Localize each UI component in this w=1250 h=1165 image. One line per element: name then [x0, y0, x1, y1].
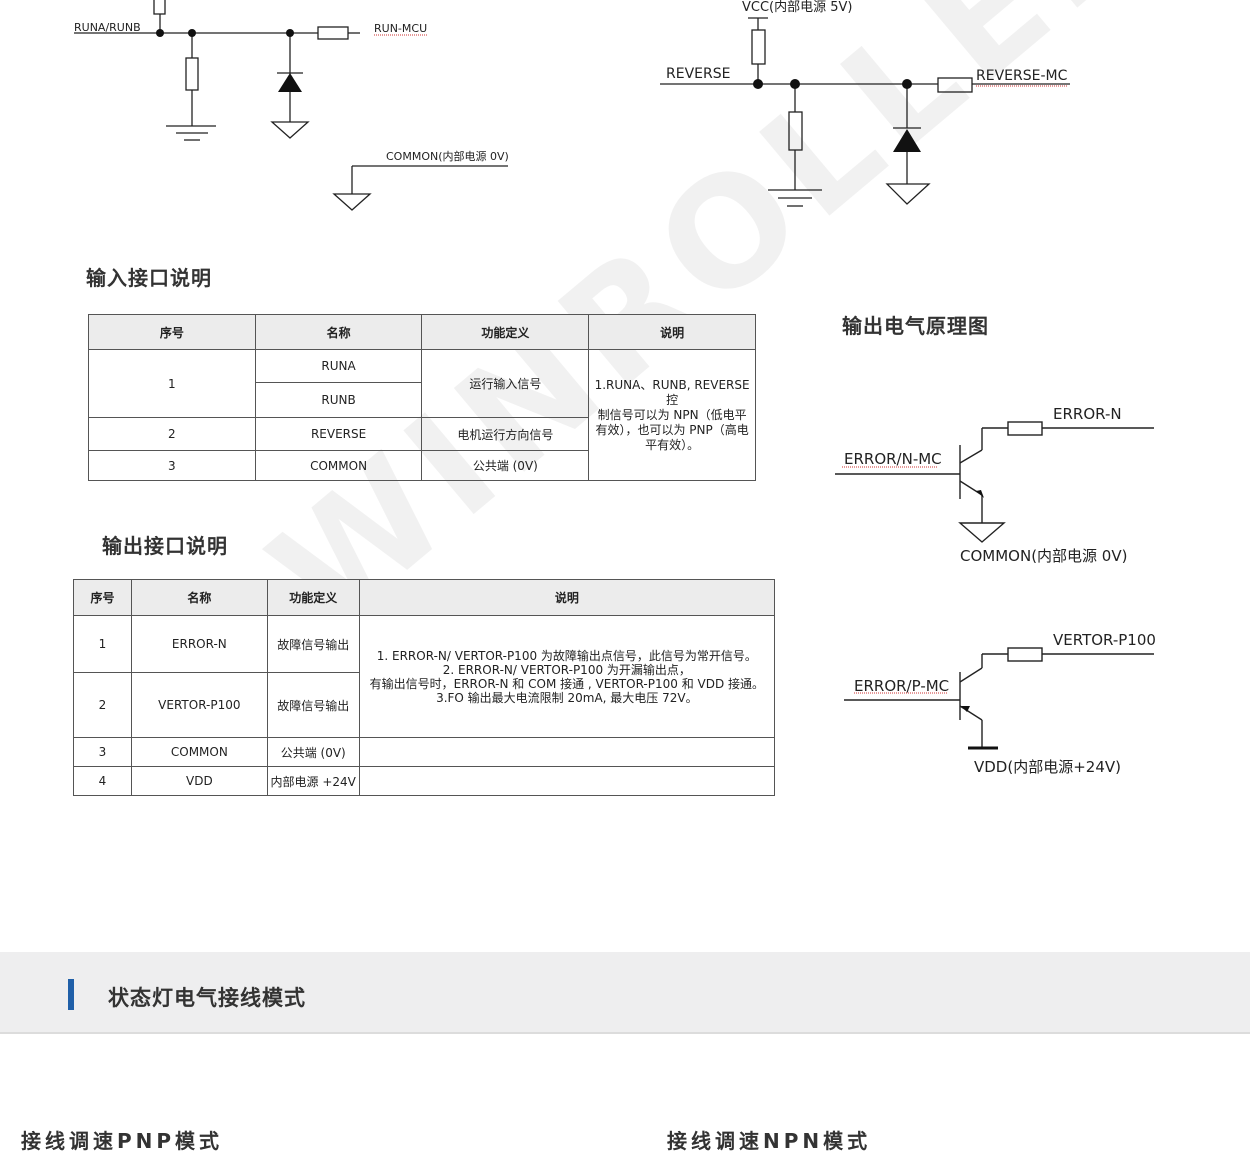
input-table: 序号 名称 功能定义 说明 1 RUNA 运行输入信号 1.RUNA、RUNB,…: [88, 314, 756, 481]
table-row: 1 RUNA 运行输入信号 1.RUNA、RUNB, REVERSE 控 制信号…: [88, 349, 756, 481]
label-run-mcu: RUN-MCU: [374, 22, 427, 35]
input-note-cell: 1.RUNA、RUNB, REVERSE 控 制信号可以为 NPN（低电平 有效…: [588, 349, 756, 481]
header-no: 序号: [88, 314, 256, 350]
row-name: RUNA: [254, 349, 423, 383]
label-vertor-p100: VERTOR-P100: [1053, 631, 1156, 649]
output-table: 序号 名称 功能定义 说明 1 ERROR-N 故障信号输出 1. ERROR-…: [73, 579, 776, 796]
table-row: 1 ERROR-N 故障信号输出 1. ERROR-N/ VERTOR-P100…: [73, 615, 776, 738]
table-header-row: 序号 名称 功能定义 说明: [88, 314, 756, 350]
table-row: 2 REVERSE 电机运行方向信号: [88, 417, 756, 451]
row-no: 2: [73, 672, 132, 738]
row-func: 电机运行方向信号: [421, 417, 590, 451]
label-error-p-mc: ERROR/P-MC: [854, 677, 949, 695]
status-light-title: 状态灯电气接线模式: [108, 986, 306, 1010]
label-vcc-5v: VCC(内部电源 5V): [742, 0, 853, 15]
output-note-cell: 1. ERROR-N/ VERTOR-P100 为故障输出点信号，此信号为常开信…: [358, 615, 776, 738]
row-name: REVERSE: [254, 417, 423, 451]
table-row: 4 VDD 内部电源 +24V: [73, 766, 776, 796]
row-no: 1: [88, 349, 256, 418]
row-func: 故障信号输出: [266, 615, 360, 673]
empty-cell: [358, 737, 776, 767]
row-no: 4: [73, 766, 132, 796]
output-schematic-title: 输出电气原理图: [842, 314, 989, 338]
row-no: 3: [88, 450, 256, 481]
pnp-mode-title: 接线调速PNP模式: [21, 1129, 224, 1153]
header-func: 功能定义: [421, 314, 590, 350]
row-func: 运行输入信号: [421, 349, 590, 418]
header-no: 序号: [73, 579, 132, 616]
output-schematic-npn: ERROR-N ERROR/N-MC COMMON(内部电源 0V): [835, 405, 1154, 565]
row-func: 故障信号输出: [266, 672, 360, 738]
row-name: COMMON: [130, 737, 268, 767]
output-section-title: 输出接口说明: [102, 534, 228, 558]
table-header-row: 序号 名称 功能定义 说明: [73, 579, 776, 616]
label-reverse: REVERSE: [666, 66, 730, 82]
row-no: 3: [73, 737, 132, 767]
label-common-0v-out: COMMON(内部电源 0V): [960, 547, 1127, 565]
input-schematic-left: RUNA/RUNB RUN-MCU COMMON(内部电源 0V): [74, 0, 509, 211]
header-func: 功能定义: [266, 579, 360, 616]
row-name: RUNB: [254, 382, 423, 418]
input-schematic-right: VCC(内部电源 5V) REVERSE REVERSE-MC: [660, 0, 1070, 207]
header-name: 名称: [130, 579, 268, 616]
row-name: COMMON: [254, 450, 423, 481]
input-section-title: 输入接口说明: [86, 266, 212, 290]
row-name: VERTOR-P100: [130, 672, 268, 738]
output-schematic-pnp: VERTOR-P100 ERROR/P-MC VDD(内部电源+24V): [844, 631, 1156, 776]
table-row: 3 COMMON 公共端 (0V): [88, 450, 756, 481]
header-note: 说明: [358, 579, 776, 616]
header-name: 名称: [254, 314, 423, 350]
label-error-n: ERROR-N: [1053, 405, 1122, 423]
empty-cell: [358, 766, 776, 796]
row-func: 内部电源 +24V: [266, 766, 360, 796]
header-note: 说明: [588, 314, 756, 350]
row-func: 公共端 (0V): [421, 450, 590, 481]
row-no: 1: [73, 615, 132, 673]
label-vdd-24v: VDD(内部电源+24V): [974, 758, 1121, 776]
row-no: 2: [88, 417, 256, 451]
row-func: 公共端 (0V): [266, 737, 360, 767]
table-row: 3 COMMON 公共端 (0V): [73, 737, 776, 767]
row-name: ERROR-N: [130, 615, 268, 673]
row-name: VDD: [130, 766, 268, 796]
label-error-n-mc: ERROR/N-MC: [844, 450, 942, 468]
input-note: 1.RUNA、RUNB, REVERSE 控 制信号可以为 NPN（低电平 有效…: [594, 377, 750, 452]
accent-bar: [68, 979, 74, 1010]
output-note: 1. ERROR-N/ VERTOR-P100 为故障输出点信号，此信号为常开信…: [369, 648, 765, 705]
table-row: 2 VERTOR-P100 故障信号输出: [73, 672, 775, 738]
label-common-0v: COMMON(内部电源 0V): [386, 149, 509, 163]
npn-mode-title: 接线调速NPN模式: [667, 1129, 872, 1153]
status-light-section-header: 状态灯电气接线模式: [0, 952, 1250, 1034]
label-runa-runb: RUNA/RUNB: [74, 21, 141, 34]
label-reverse-mc: REVERSE-MC: [976, 68, 1068, 84]
